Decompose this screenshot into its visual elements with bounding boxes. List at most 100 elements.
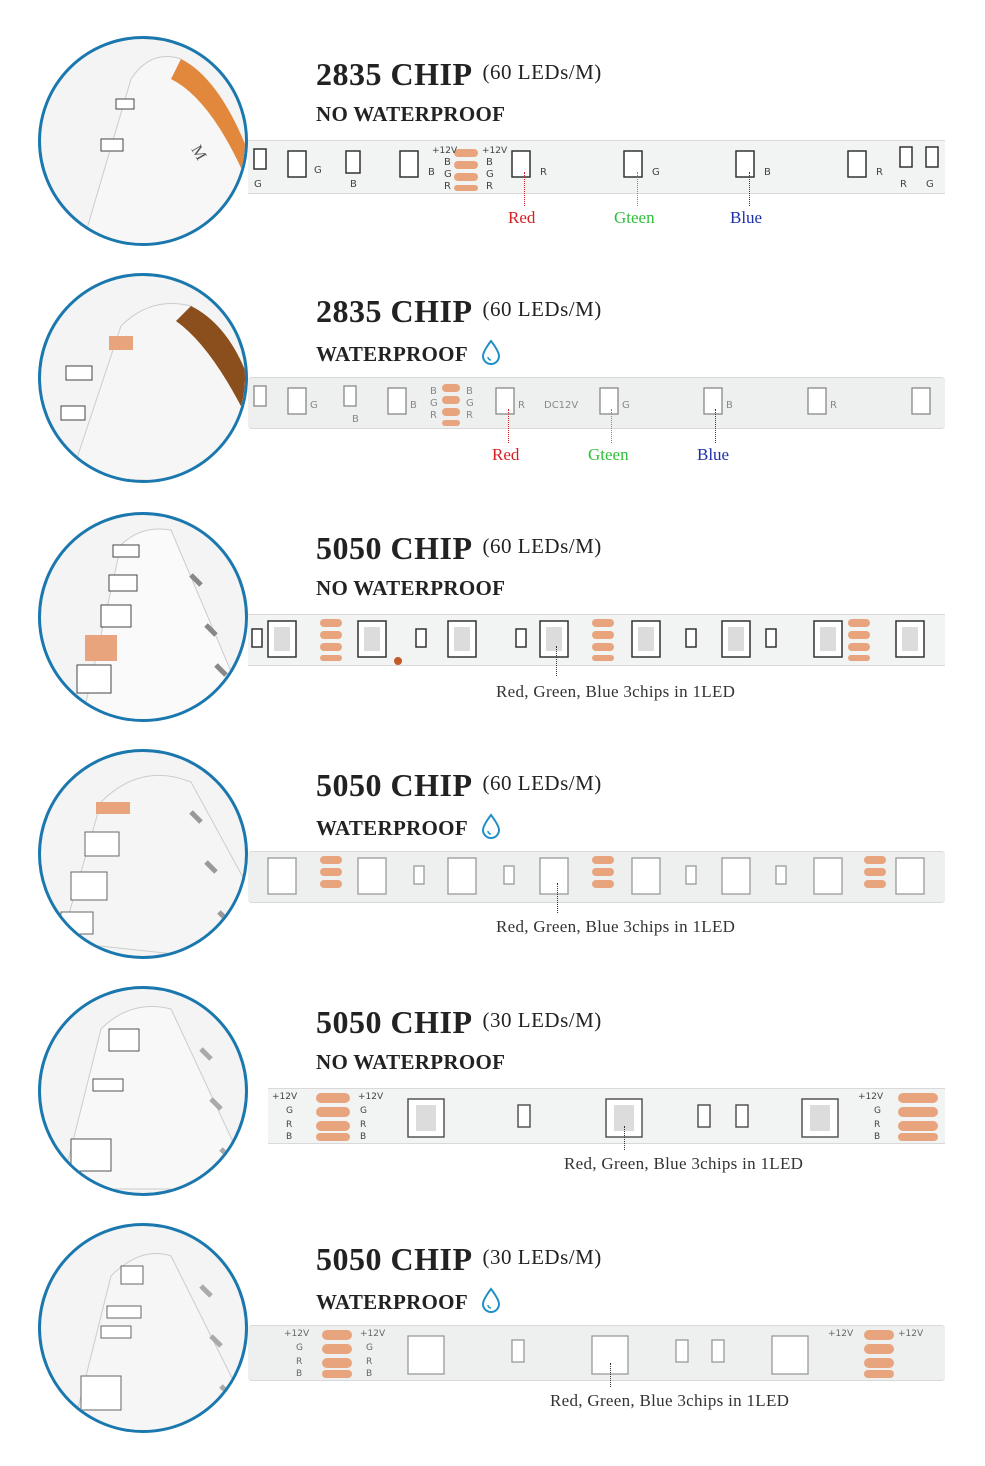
strip-closeup-image bbox=[38, 273, 248, 483]
svg-text:+12V: +12V bbox=[482, 146, 508, 156]
blue-callout: Blue bbox=[697, 445, 730, 464]
strip-closeup-image bbox=[38, 1223, 248, 1433]
strip-voltage-label: DC12V bbox=[544, 400, 578, 411]
svg-text:R: R bbox=[900, 179, 907, 190]
product-section-1: M 2835 CHIP(60 LEDs/M) NO WATERPROOF bbox=[0, 0, 985, 246]
svg-text:B: B bbox=[360, 1132, 366, 1142]
waterproof-rating: WATERPROOF bbox=[316, 813, 501, 841]
svg-text:B: B bbox=[428, 167, 435, 178]
svg-text:B: B bbox=[286, 1132, 292, 1142]
svg-text:G: G bbox=[430, 398, 438, 409]
product-section-2: 2835 CHIP(60 LEDs/M) WATERPROOF bbox=[0, 237, 985, 483]
waterproof-rating: NO WATERPROOF bbox=[316, 102, 506, 126]
water-drop-icon bbox=[481, 813, 500, 839]
svg-text:B: B bbox=[874, 1132, 880, 1142]
svg-text:G: G bbox=[466, 398, 474, 409]
red-pointer bbox=[524, 172, 525, 206]
strip-closeup-image bbox=[38, 986, 248, 1196]
svg-text:B: B bbox=[366, 1369, 372, 1379]
led-density: (30 LEDs/M) bbox=[482, 1245, 602, 1269]
led-strip-image bbox=[248, 614, 945, 666]
svg-text:B: B bbox=[410, 400, 417, 411]
svg-text:R: R bbox=[830, 400, 837, 411]
svg-text:R: R bbox=[486, 181, 493, 192]
waterproof-rating: WATERPROOF bbox=[316, 1287, 501, 1315]
svg-text:R: R bbox=[540, 167, 547, 178]
led-density: (30 LEDs/M) bbox=[482, 1008, 602, 1032]
led-strip-image bbox=[248, 851, 945, 903]
led-density: (60 LEDs/M) bbox=[482, 771, 602, 795]
led-note: Red, Green, Blue 3chips in 1LED bbox=[550, 1391, 790, 1410]
led-note: Red, Green, Blue 3chips in 1LED bbox=[496, 917, 736, 936]
led-density: (60 LEDs/M) bbox=[482, 60, 602, 84]
svg-text:B: B bbox=[486, 157, 493, 168]
green-callout: Gteen bbox=[588, 445, 629, 464]
led-pointer bbox=[557, 883, 558, 913]
svg-text:B: B bbox=[466, 386, 473, 397]
water-drop-icon bbox=[481, 1287, 500, 1313]
chip-title: 2835 CHIP(60 LEDs/M) bbox=[316, 56, 602, 92]
svg-text:+12V: +12V bbox=[272, 1092, 298, 1102]
svg-text:+12V: +12V bbox=[432, 146, 458, 156]
svg-text:R: R bbox=[296, 1357, 302, 1367]
svg-text:R: R bbox=[430, 410, 437, 421]
svg-text:R: R bbox=[876, 167, 883, 178]
blue-pointer bbox=[715, 409, 716, 443]
chip-title: 5050 CHIP(60 LEDs/M) bbox=[316, 530, 602, 566]
svg-text:G: G bbox=[310, 400, 318, 411]
svg-text:+12V: +12V bbox=[898, 1329, 924, 1339]
product-section-6: 5050 CHIP(30 LEDs/M) WATERPROOF +12V+12V bbox=[0, 1185, 985, 1433]
svg-text:R: R bbox=[444, 181, 451, 192]
svg-text:R: R bbox=[366, 1357, 372, 1367]
waterproof-rating: NO WATERPROOF bbox=[316, 1050, 506, 1074]
svg-text:+12V: +12V bbox=[360, 1329, 386, 1339]
red-pointer bbox=[508, 409, 509, 443]
led-pointer bbox=[556, 646, 557, 676]
water-drop-icon bbox=[481, 339, 500, 365]
blue-pointer bbox=[749, 172, 750, 206]
svg-text:R: R bbox=[286, 1120, 292, 1130]
svg-text:B: B bbox=[352, 414, 359, 425]
svg-text:G: G bbox=[360, 1106, 367, 1116]
green-pointer bbox=[611, 409, 612, 443]
svg-text:G: G bbox=[622, 400, 630, 411]
red-callout: Red bbox=[492, 445, 520, 464]
svg-text:G: G bbox=[254, 179, 262, 190]
svg-text:R: R bbox=[360, 1120, 366, 1130]
svg-text:+12V: +12V bbox=[284, 1329, 310, 1339]
svg-text:B: B bbox=[764, 167, 771, 178]
blue-callout: Blue bbox=[730, 208, 763, 227]
product-section-4: 5050 CHIP(60 LEDs/M) WATERPROOF bbox=[0, 711, 985, 959]
svg-text:R: R bbox=[874, 1120, 880, 1130]
chip-title: 2835 CHIP(60 LEDs/M) bbox=[316, 293, 602, 329]
svg-text:B: B bbox=[444, 157, 451, 168]
svg-text:+12V: +12V bbox=[858, 1092, 884, 1102]
waterproof-rating: WATERPROOF bbox=[316, 339, 501, 367]
product-section-3: 5050 CHIP(60 LEDs/M) NO WATERPROOF bbox=[0, 474, 985, 722]
green-callout: Gteen bbox=[614, 208, 655, 227]
waterproof-rating: NO WATERPROOF bbox=[316, 576, 506, 600]
led-pointer bbox=[624, 1126, 625, 1150]
red-callout: Red bbox=[508, 208, 536, 227]
svg-text:R: R bbox=[518, 400, 525, 411]
svg-text:B: B bbox=[296, 1369, 302, 1379]
led-note: Red, Green, Blue 3chips in 1LED bbox=[496, 682, 736, 701]
svg-text:+12V: +12V bbox=[358, 1092, 384, 1102]
green-pointer bbox=[637, 172, 638, 206]
led-density: (60 LEDs/M) bbox=[482, 297, 602, 321]
svg-text:G: G bbox=[444, 169, 452, 180]
chip-title: 5050 CHIP(30 LEDs/M) bbox=[316, 1004, 602, 1040]
strip-closeup-image bbox=[38, 749, 248, 959]
led-pointer bbox=[610, 1363, 611, 1387]
svg-text:G: G bbox=[874, 1106, 881, 1116]
chip-title: 5050 CHIP(60 LEDs/M) bbox=[316, 767, 602, 803]
svg-text:G: G bbox=[366, 1343, 373, 1353]
svg-text:G: G bbox=[314, 165, 322, 176]
svg-text:G: G bbox=[296, 1343, 303, 1353]
strip-closeup-image: M bbox=[38, 36, 248, 246]
led-density: (60 LEDs/M) bbox=[482, 534, 602, 558]
svg-text:G: G bbox=[652, 167, 660, 178]
